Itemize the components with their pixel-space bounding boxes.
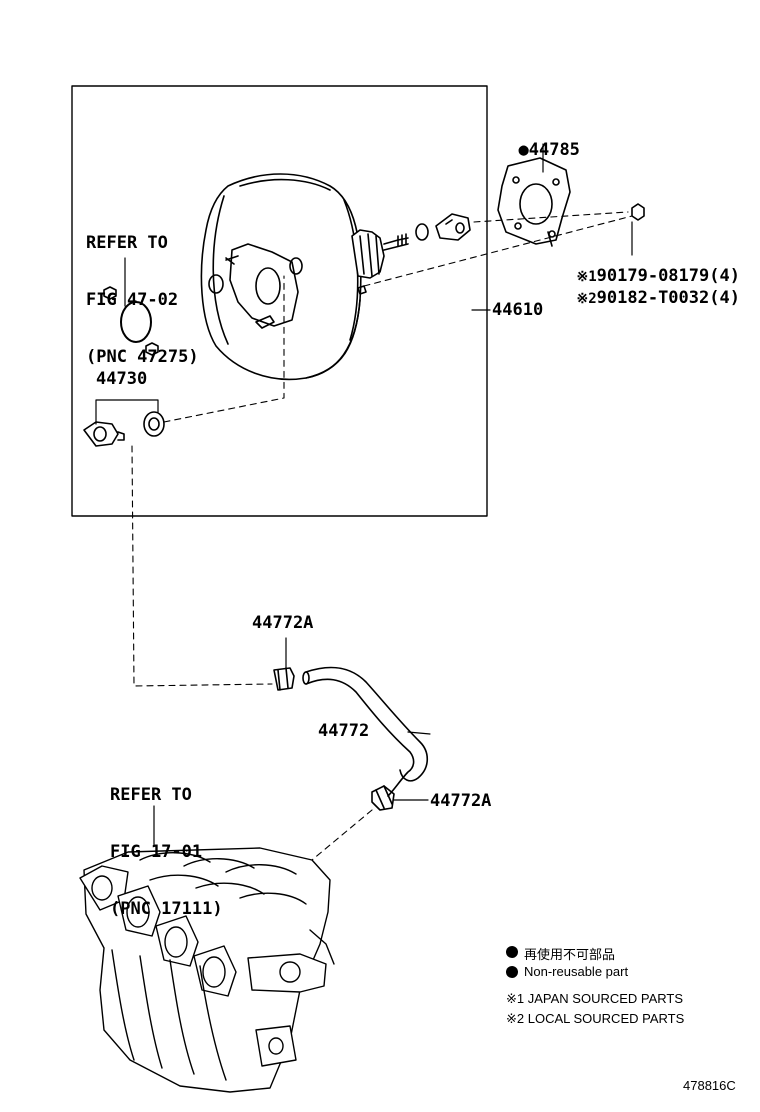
bolt-local-label: ※290182-T0032(4) xyxy=(556,270,740,309)
non-reusable-mark: ● xyxy=(518,140,529,160)
bolt-local-part-number: 90182-T0032(4) xyxy=(596,288,740,308)
legend-bullet-jp xyxy=(506,946,518,958)
brake-booster-drawing xyxy=(200,173,409,381)
hose-part-label: 44772 xyxy=(318,721,370,741)
vacuum-hose-drawing xyxy=(302,666,429,797)
hose-clip-drawings xyxy=(273,667,395,811)
bolt-jp-mark: ※1 xyxy=(576,269,597,285)
bolt-jp-part-number: 90179-08179(4) xyxy=(596,266,740,286)
gasket-drawing xyxy=(497,157,571,247)
gasket-part-number: 44785 xyxy=(528,140,580,160)
legend-non-reusable-en: Non-reusable part xyxy=(524,964,629,979)
figure-reference-number: 478816C xyxy=(683,1078,736,1093)
intake-manifold-drawing xyxy=(79,847,335,1093)
refer-bottom-line2: FIG 17-01 xyxy=(110,842,203,862)
assembly-frame xyxy=(71,85,488,517)
legend-non-reusable-jp: 再使用不可部品 xyxy=(524,947,616,962)
nut-drawing xyxy=(631,203,645,221)
refer-top-line1: REFER TO xyxy=(86,233,168,253)
clip-bottom-part-label: 44772A xyxy=(430,791,492,811)
clevis-drawing xyxy=(415,213,471,241)
refer-top-line2: FIG 47-02 xyxy=(86,290,179,310)
refer-bottom-line3: (PNC 17111) xyxy=(110,899,223,919)
bolt-local-mark: ※2 xyxy=(576,291,597,307)
refer-top-label: REFER TO FIG 47-02 (PNC 47275) xyxy=(86,196,199,386)
o-ring-drawing xyxy=(103,286,159,356)
dashed-lines xyxy=(131,211,633,901)
check-valve-part-label: 44730 xyxy=(96,369,148,389)
refer-top-line3: (PNC 47275) xyxy=(86,347,199,367)
clip-top-part-label: 44772A xyxy=(252,613,314,633)
legend-bullet-en xyxy=(506,966,518,978)
gasket-part-label: ●44785 xyxy=(498,122,580,160)
bolt-jp-label: ※190179-08179(4) xyxy=(556,248,740,287)
legend-note-1: ※1 JAPAN SOURCED PARTS xyxy=(506,991,684,1006)
booster-part-label: 44610 xyxy=(492,300,544,320)
refer-bottom-line1: REFER TO xyxy=(110,785,192,805)
legend-note-2: ※2 LOCAL SOURCED PARTS xyxy=(506,1011,685,1026)
refer-bottom-label: REFER TO FIG 17-01 (PNC 17111) xyxy=(110,748,223,938)
